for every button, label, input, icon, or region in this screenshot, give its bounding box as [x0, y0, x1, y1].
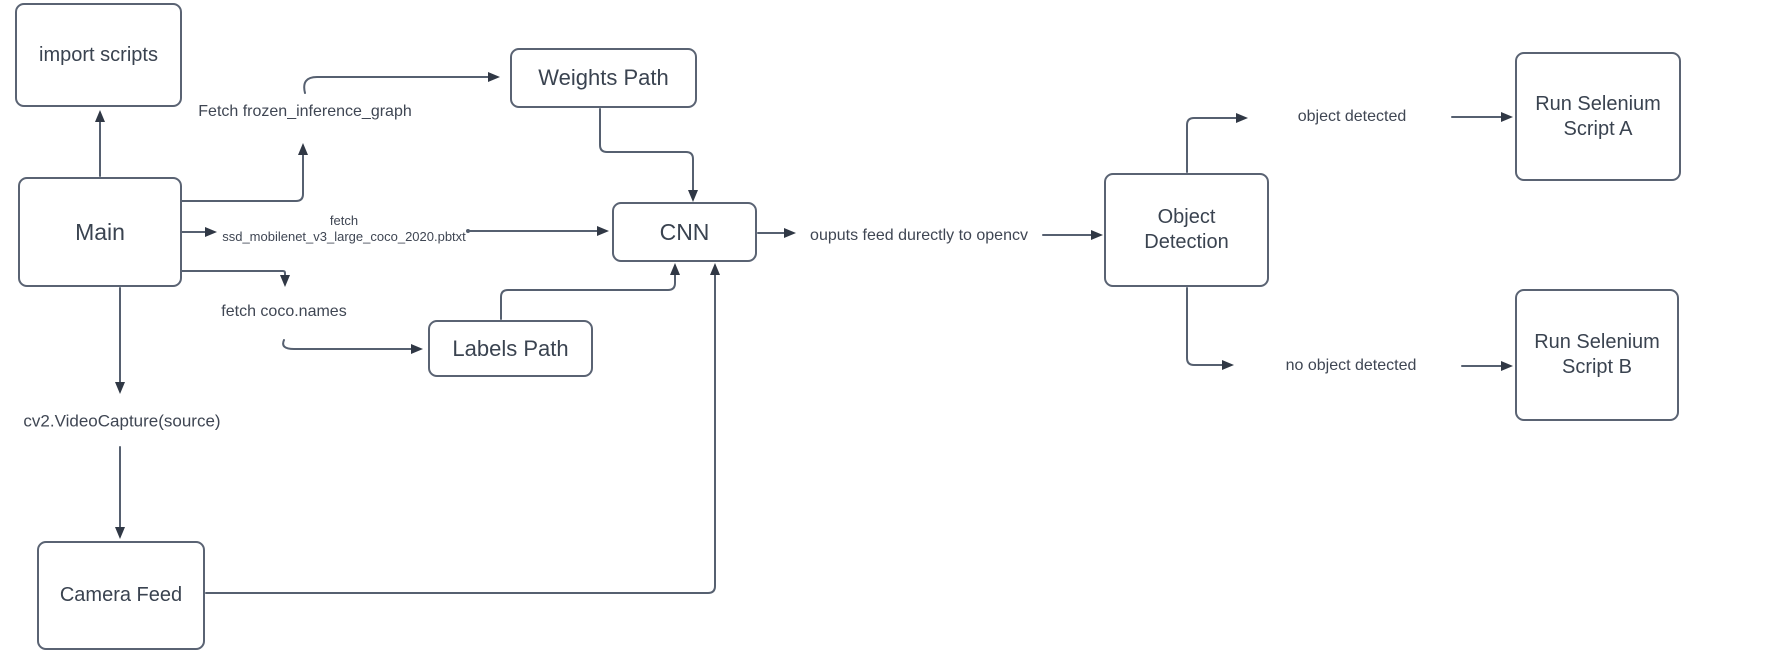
node-object-detection[interactable]: Object Detection: [1104, 173, 1269, 287]
node-run-selenium-script-b[interactable]: Run Selenium Script B: [1515, 289, 1679, 421]
edge-coco-label-to-labels-path: [282, 339, 423, 354]
label-fetch-coco-names[interactable]: fetch coco.names: [221, 303, 347, 320]
label-object-detected[interactable]: object detected: [1297, 108, 1407, 125]
node-camera-feed[interactable]: Camera Feed: [37, 541, 205, 650]
edge-frozen-label-to-weights-path: [303, 72, 500, 94]
label-outputs-feed-to-opencv[interactable]: ouputs feed durectly to opencv: [810, 227, 1028, 244]
label-cv2-videocapture-source[interactable]: cv2.VideoCapture(source): [23, 411, 221, 431]
label-fetch-ssd-mobilenet[interactable]: fetch ssd_mobilenet_v3_large_coco_2020.p…: [222, 212, 466, 244]
node-import-scripts[interactable]: import scripts: [15, 3, 182, 107]
edge-ssd-label-start-dot: [466, 229, 470, 233]
edge-main-to-fetch-frozen-label: [180, 143, 308, 202]
edge-camera-feed-to-cnn: [205, 263, 720, 594]
node-weights-path[interactable]: Weights Path: [510, 48, 697, 108]
node-labels-path[interactable]: Labels Path: [428, 320, 593, 377]
label-fetch-frozen-inference-graph[interactable]: Fetch frozen_inference_graph: [198, 103, 412, 120]
node-main[interactable]: Main: [18, 177, 182, 287]
edge-object-detection-to-no-detected-label: [1186, 287, 1234, 370]
label-no-object-detected[interactable]: no object detected: [1285, 357, 1417, 374]
edge-object-detection-to-detected-label: [1186, 113, 1248, 173]
edge-weights-path-to-cnn: [599, 108, 698, 202]
node-run-selenium-script-a[interactable]: Run Selenium Script A: [1515, 52, 1681, 181]
edge-main-to-coco-label: [180, 270, 290, 287]
node-cnn[interactable]: CNN: [612, 202, 757, 262]
edge-labels-path-to-cnn: [500, 263, 680, 320]
